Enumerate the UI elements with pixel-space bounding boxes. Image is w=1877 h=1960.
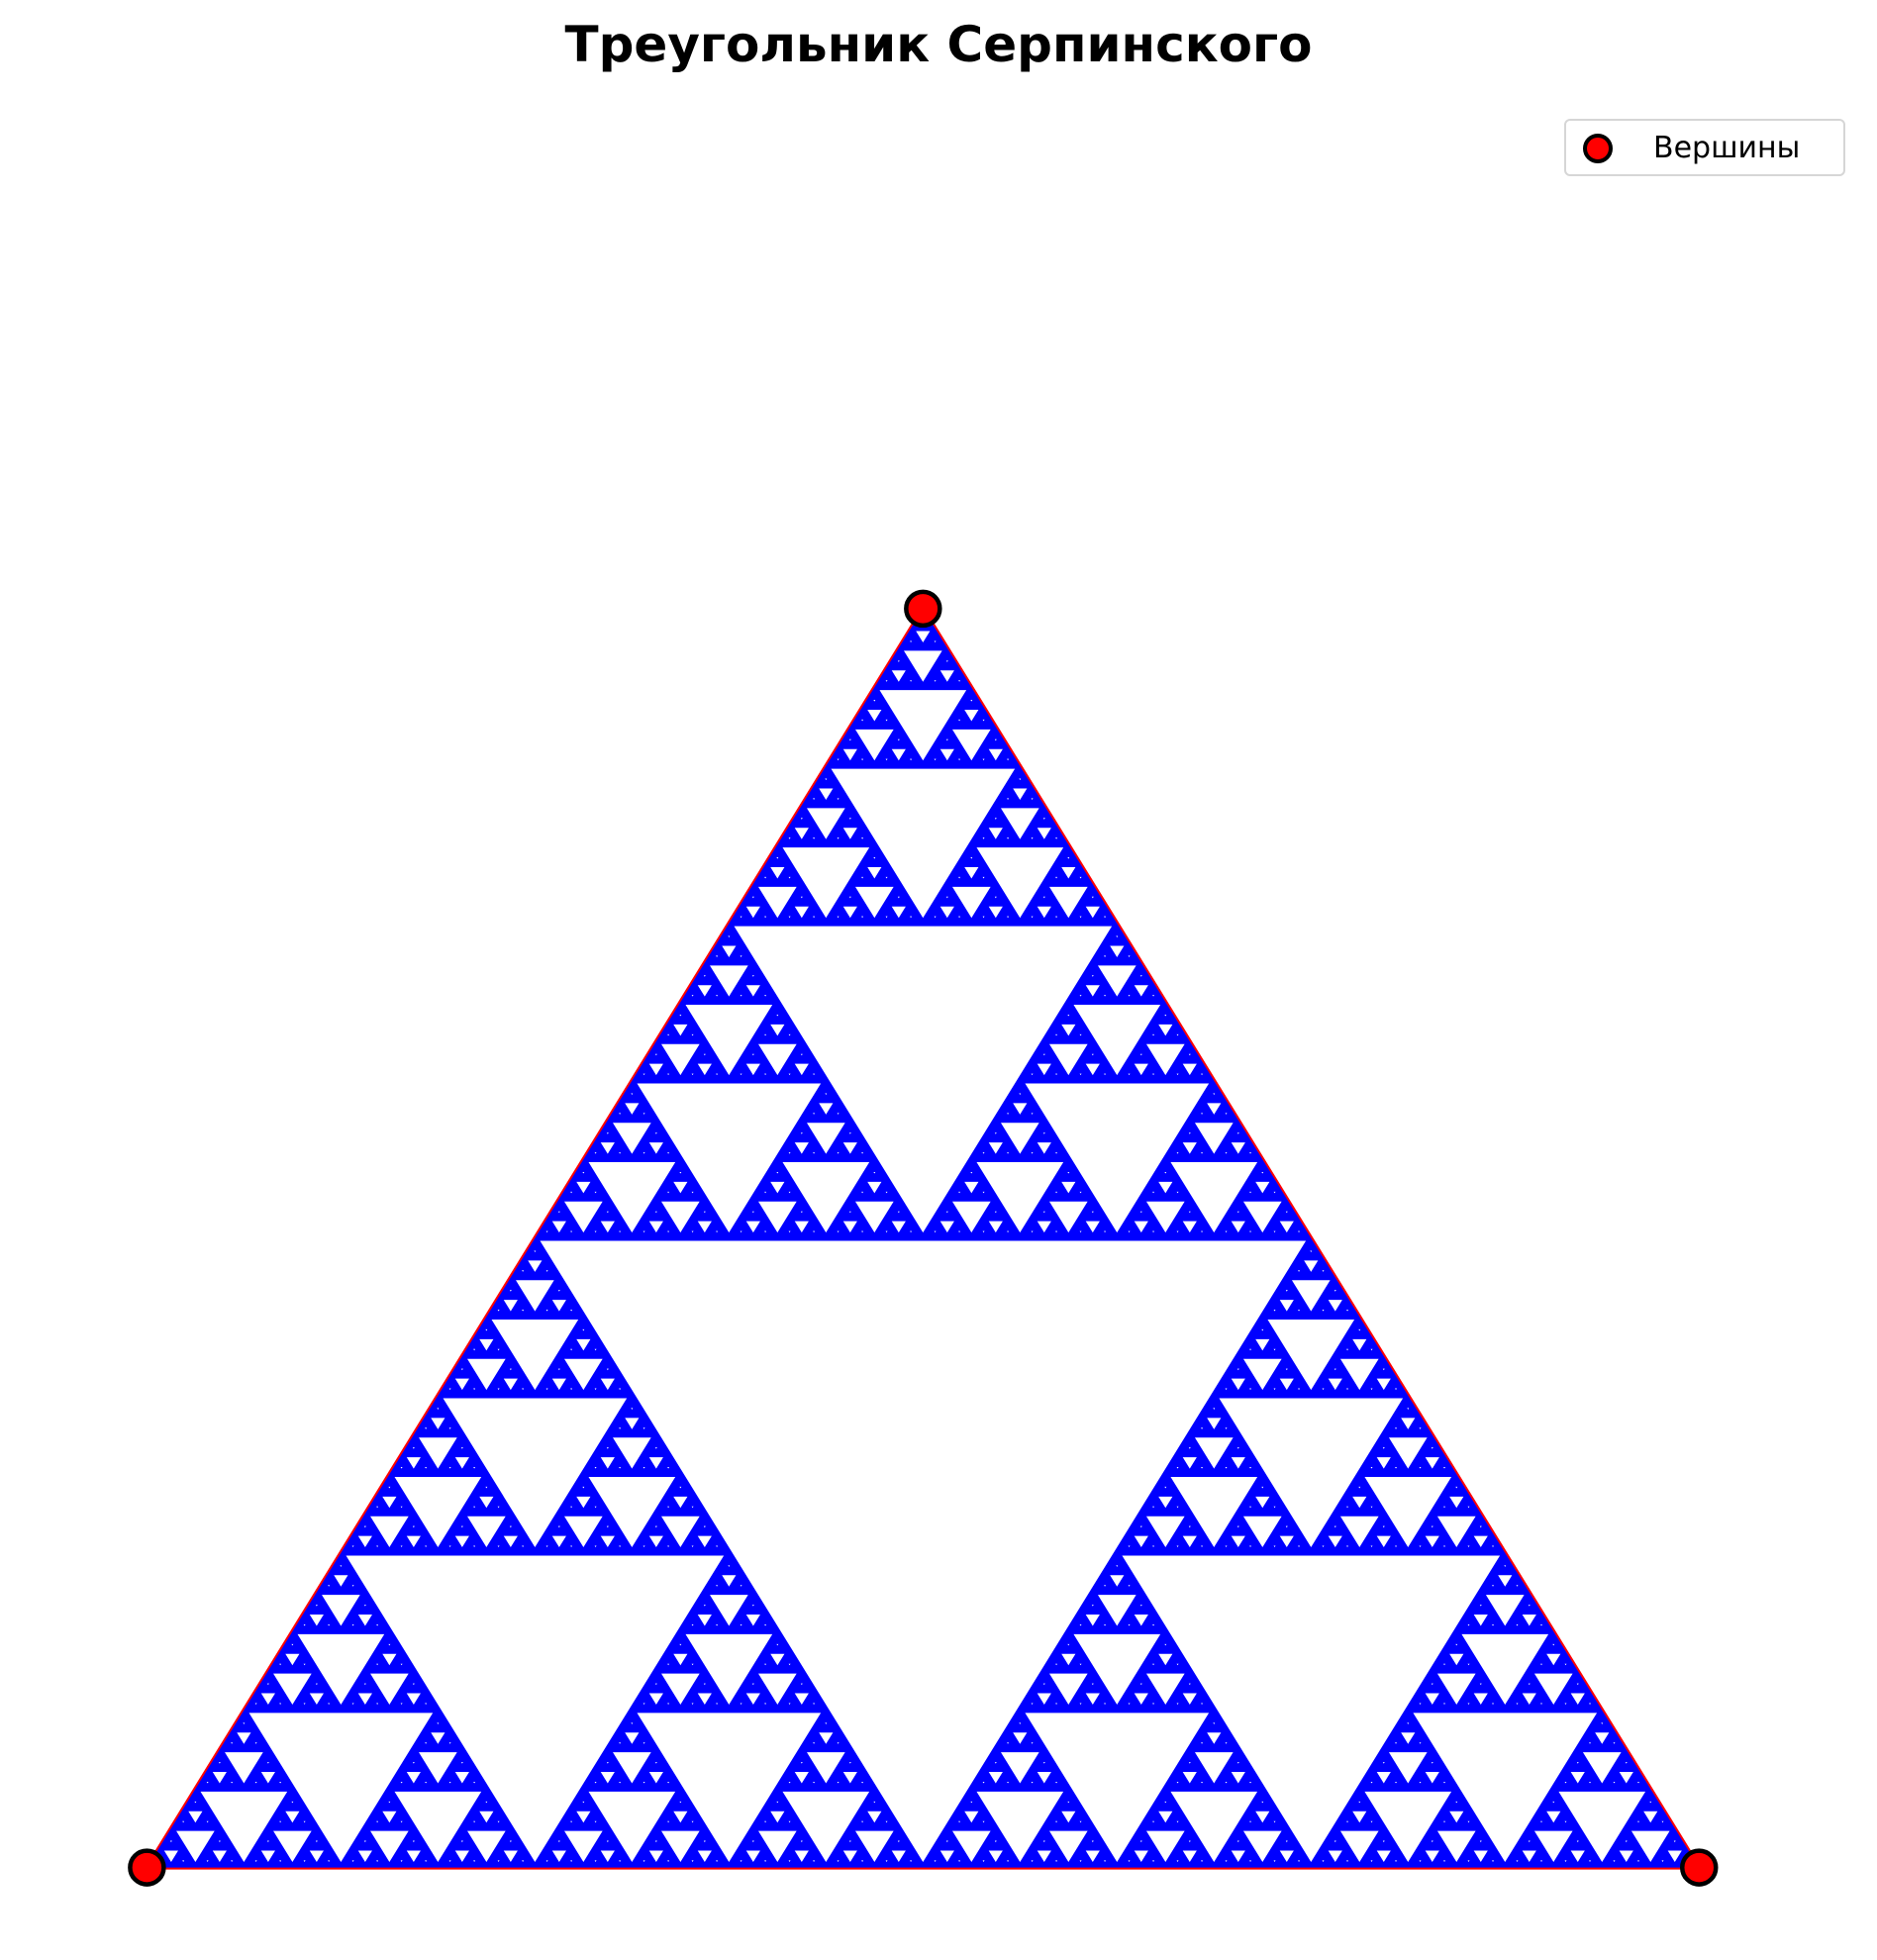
fractal-body	[147, 608, 1700, 1868]
sierpinski-fractal	[147, 608, 1700, 1868]
legend: Вершины	[1564, 119, 1845, 176]
vertex-point-3	[904, 589, 942, 629]
legend-label: Вершины	[1653, 131, 1801, 165]
vertex-point-2	[1680, 1848, 1719, 1887]
vertex-series	[128, 589, 1719, 1887]
chart-title: Треугольник Серпинского	[564, 16, 1313, 73]
vertex-point-1	[128, 1848, 166, 1887]
legend-marker-icon	[1583, 134, 1613, 163]
fractal-holes	[157, 621, 1688, 1862]
